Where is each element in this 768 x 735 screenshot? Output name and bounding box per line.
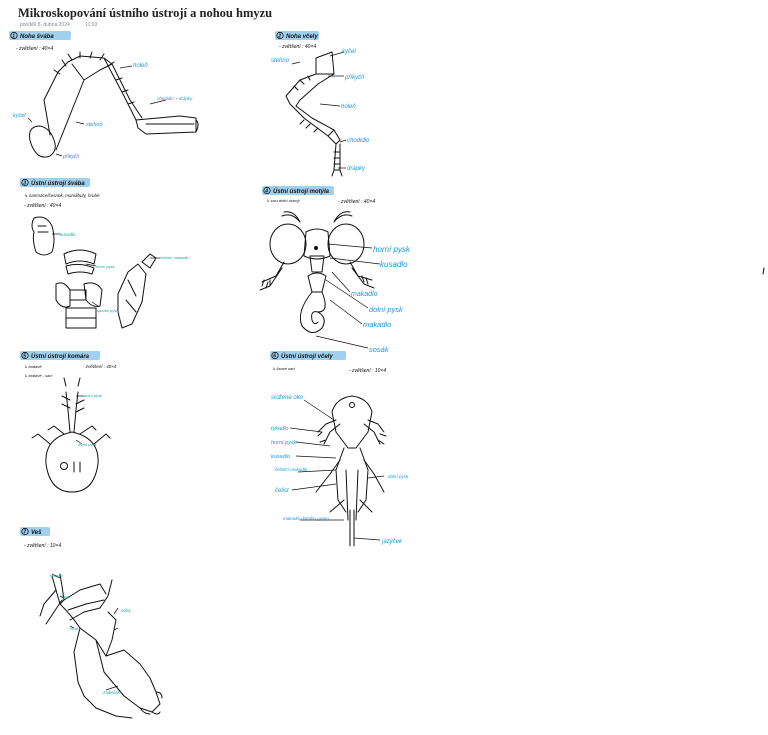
label-horni-pysk: horní pysk xyxy=(271,440,297,446)
heading-highlight xyxy=(270,351,346,360)
section-note-1: ↳ bodavě xyxy=(24,364,42,369)
label-zadecek: zadeček xyxy=(102,690,121,695)
label-kycel: kyčel xyxy=(13,113,26,119)
section-heading: Noha švába xyxy=(20,34,54,40)
label-sosak: sosák xyxy=(369,345,390,354)
cockroach-leg-drawing xyxy=(27,51,199,158)
heading-number-circle xyxy=(10,31,18,40)
heading-highlight xyxy=(262,186,334,195)
label-slozene-oko: složené oko xyxy=(271,395,304,401)
label-horni-pysk: horní pysk xyxy=(373,245,411,254)
label-stehno: stehno xyxy=(86,122,103,128)
heading-number-circle xyxy=(21,178,29,187)
heading-highlight xyxy=(20,351,100,360)
label-kycel: kyčel xyxy=(342,49,356,55)
section-number: 4 xyxy=(264,189,268,195)
label-dolni-pysk: dolní pysk xyxy=(369,305,404,314)
label-tykadlo: tykadlo xyxy=(50,573,63,578)
page-date: pondělí 8. dubna 2024 xyxy=(20,22,70,28)
butterfly-mouthparts-drawing xyxy=(259,211,381,349)
label-dolni-pysk: dolní pysk xyxy=(84,393,103,398)
magnification: - zvětšení : 10×4 xyxy=(349,368,386,374)
label-makadlo-2: makadlo xyxy=(363,320,391,329)
section-heading: Ústní ústrojí švába xyxy=(31,180,85,187)
stray-ink-mark xyxy=(762,267,765,275)
section-number: 3 xyxy=(23,181,26,187)
label-holen: holeň xyxy=(133,63,148,69)
label-holen: holeň xyxy=(341,104,356,110)
section-heading: Ústní ústrojí včely xyxy=(281,353,333,360)
heading-highlight xyxy=(275,31,319,40)
label-hlava: hlava xyxy=(60,594,70,599)
label-prikycli: příkyčlí xyxy=(62,154,79,160)
cockroach-mouthparts-drawing xyxy=(31,216,160,329)
label-horni-pysk: horní pysk xyxy=(78,442,97,447)
label-tykadlo: tykadlo xyxy=(271,426,288,432)
label-spodni-pysk: spodní pysk xyxy=(97,308,119,313)
section-number: 5 xyxy=(23,354,26,360)
section-number: 1 xyxy=(12,34,15,40)
label-celist: čelist xyxy=(275,488,289,494)
label-makadlo-dolniho-pysku: makadlo dolního pysku xyxy=(283,516,330,521)
section-number: 2 xyxy=(277,34,281,40)
bee-leg-drawing xyxy=(285,51,347,177)
section-5-mosquito-mouthparts: 5 Ústní ústrojí komára ↳ bodavě - zvětše… xyxy=(20,351,117,493)
section-note-2: ↳ bodavě - sací xyxy=(24,373,53,378)
label-hrud: hruď xyxy=(70,626,79,631)
label-stehno: stehno xyxy=(271,58,290,64)
page-time: 11:03 xyxy=(85,22,98,28)
section-3-cockroach-mouthparts: 3 Ústní ústrojí švába ↳ sanmace/česnek, … xyxy=(20,178,189,329)
magnification: - zvětšení : 40×4 xyxy=(338,199,375,205)
section-heading: Ústní ústrojí motýla xyxy=(273,188,330,195)
section-note: ↳ lízavé sací xyxy=(272,366,296,371)
label-kusadlo: kusadlo xyxy=(380,260,408,269)
mosquito-mouthparts-drawing xyxy=(31,377,111,493)
section-heading: Veš xyxy=(31,530,42,536)
label-drapky: drápky xyxy=(347,166,366,172)
section-number: 6 xyxy=(273,354,276,360)
section-1-cockroach-leg: 1 Noha švába - zvětšení : 40×4 holeň cho… xyxy=(9,31,199,160)
section-heading: Ústní ústrojí komára xyxy=(31,353,90,360)
magnification: - zvětšení : 40×4 xyxy=(24,203,61,209)
heading-number-circle xyxy=(21,351,29,360)
label-prikycli: příkyčlí xyxy=(344,75,365,81)
magnification: - zvětšení : 40×4 xyxy=(279,44,316,50)
section-note: ↳ sanmace/česnek, mandibuly, hrubé xyxy=(24,193,100,198)
label-horni-pysk: horní pysk xyxy=(96,264,115,269)
heading-number-circle xyxy=(276,31,284,40)
magnification: - zvětšení : 10×4 xyxy=(24,543,61,549)
page-title: Mikroskopování ústního ústrojí a nohou h… xyxy=(18,6,273,20)
page-meta: pondělí 8. dubna 2024 11:03 xyxy=(20,22,111,28)
section-heading: Noha včely xyxy=(286,34,318,40)
section-note: ↳ sací dolní ústrojí xyxy=(266,198,300,203)
heading-number-circle xyxy=(21,527,29,536)
label-chodidlo: chodidlo + drápky xyxy=(157,96,193,101)
label-chodidlo: chodidlo xyxy=(347,138,370,144)
label-jazycek: jazýček xyxy=(381,539,403,545)
magnification: - zvětšení : 40×4 xyxy=(16,46,53,52)
section-2-bee-leg: 2 Noha včely - zvětšení : 40×4 kyčel ste… xyxy=(271,31,370,177)
magnification: - zvětšení : 40×4 xyxy=(83,364,117,369)
label-kusadlo: kusadlo xyxy=(271,454,290,460)
louse-drawing xyxy=(39,573,163,719)
heading-number-circle xyxy=(271,351,279,360)
label-celistni-makadlo: čelistní makadlo xyxy=(275,467,308,472)
label-dolni-pysk: dolní pysk xyxy=(388,474,409,479)
label-nohy: nohy xyxy=(121,608,132,613)
heading-highlight xyxy=(20,178,90,187)
label-celistni-makadlo: čelistní makadlo xyxy=(160,255,189,260)
section-number: 7 xyxy=(23,530,26,536)
label-makadlo-1: makadlo xyxy=(351,291,378,298)
section-4-butterfly-mouthparts: 4 Ústní ústrojí motýla ↳ sací dolní ústr… xyxy=(259,186,411,354)
heading-highlight xyxy=(9,31,71,40)
heading-number-circle xyxy=(263,186,271,195)
section-7-louse: 7 Veš - zvětšení : 10×4 tykadlo hlava hr… xyxy=(20,527,163,719)
bee-mouthparts-drawing xyxy=(289,395,387,547)
label-kusadlo: kusadlo xyxy=(60,232,76,237)
section-6-bee-mouthparts: 6 Ústní ústrojí včely ↳ lízavé sací - zv… xyxy=(270,351,409,547)
